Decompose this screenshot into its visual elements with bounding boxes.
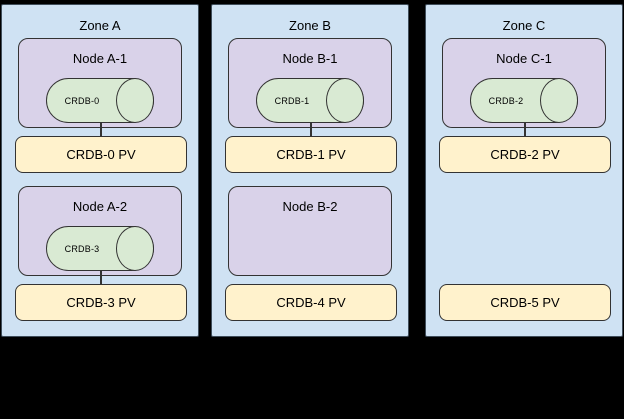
- zone-c-container: Zone C Node C-1 CRDB-2 CRDB-2 PV CRDB-5 …: [425, 4, 623, 337]
- pv-box-crdb-2: CRDB-2 PV: [439, 136, 611, 173]
- pv-label: CRDB-5 PV: [490, 295, 560, 310]
- pv-box-crdb-4: CRDB-4 PV: [225, 284, 397, 321]
- pod-label-crdb-3: CRDB-3: [64, 243, 100, 254]
- pod-label-crdb-1: CRDB-1: [274, 95, 310, 106]
- pv-label: CRDB-2 PV: [490, 147, 560, 162]
- pv-label: CRDB-3 PV: [66, 295, 136, 310]
- node-c1-label: Node C-1: [496, 51, 552, 66]
- crdb-pod-cylinder: CRDB-1: [256, 78, 364, 123]
- node-a2-label: Node A-2: [72, 199, 128, 214]
- pv-box-crdb-3: CRDB-3 PV: [15, 284, 187, 321]
- pv-box-crdb-5: CRDB-5 PV: [439, 284, 611, 321]
- pod-label-crdb-2: CRDB-2: [488, 95, 524, 106]
- pv-box-crdb-0: CRDB-0 PV: [15, 136, 187, 173]
- pod-pv-connector-line: [310, 122, 312, 136]
- zone-a-label: Zone A: [79, 18, 121, 33]
- pv-label: CRDB-1 PV: [276, 147, 346, 162]
- pod-pv-connector-line: [100, 270, 102, 284]
- pod-pv-connector-line: [524, 122, 526, 136]
- node-box-b1: Node B-1 CRDB-1: [228, 38, 392, 128]
- crdb-pod-cylinder: CRDB-2: [470, 78, 578, 123]
- crdb-pod-cylinder: CRDB-0: [46, 78, 154, 123]
- node-box-a1: Node A-1 CRDB-0: [18, 38, 182, 128]
- cylinder-cap-ellipse: [116, 78, 154, 123]
- pv-box-crdb-1: CRDB-1 PV: [225, 136, 397, 173]
- node-box-c1: Node C-1 CRDB-2: [442, 38, 606, 128]
- cylinder-cap-ellipse: [116, 226, 154, 271]
- cylinder-cap-ellipse: [540, 78, 578, 123]
- node-b2-label: Node B-2: [282, 199, 338, 214]
- zone-c-label: Zone C: [502, 18, 546, 33]
- pv-label: CRDB-4 PV: [276, 295, 346, 310]
- pod-label-crdb-0: CRDB-0: [64, 95, 100, 106]
- zone-b-container: Zone B Node B-1 CRDB-1 CRDB-1 PV Node B-…: [211, 4, 409, 337]
- node-box-b2-empty: Node B-2: [228, 186, 392, 276]
- pv-label: CRDB-0 PV: [66, 147, 136, 162]
- node-box-a2: Node A-2 CRDB-3: [18, 186, 182, 276]
- pod-pv-connector-line: [100, 122, 102, 136]
- node-b1-label: Node B-1: [282, 51, 338, 66]
- cylinder-cap-ellipse: [326, 78, 364, 123]
- node-a1-label: Node A-1: [72, 51, 128, 66]
- zone-a-container: Zone A Node A-1 CRDB-0 CRDB-0 PV Node A-…: [1, 4, 199, 337]
- crdb-pod-cylinder: CRDB-3: [46, 226, 154, 271]
- zone-b-label: Zone B: [289, 18, 331, 33]
